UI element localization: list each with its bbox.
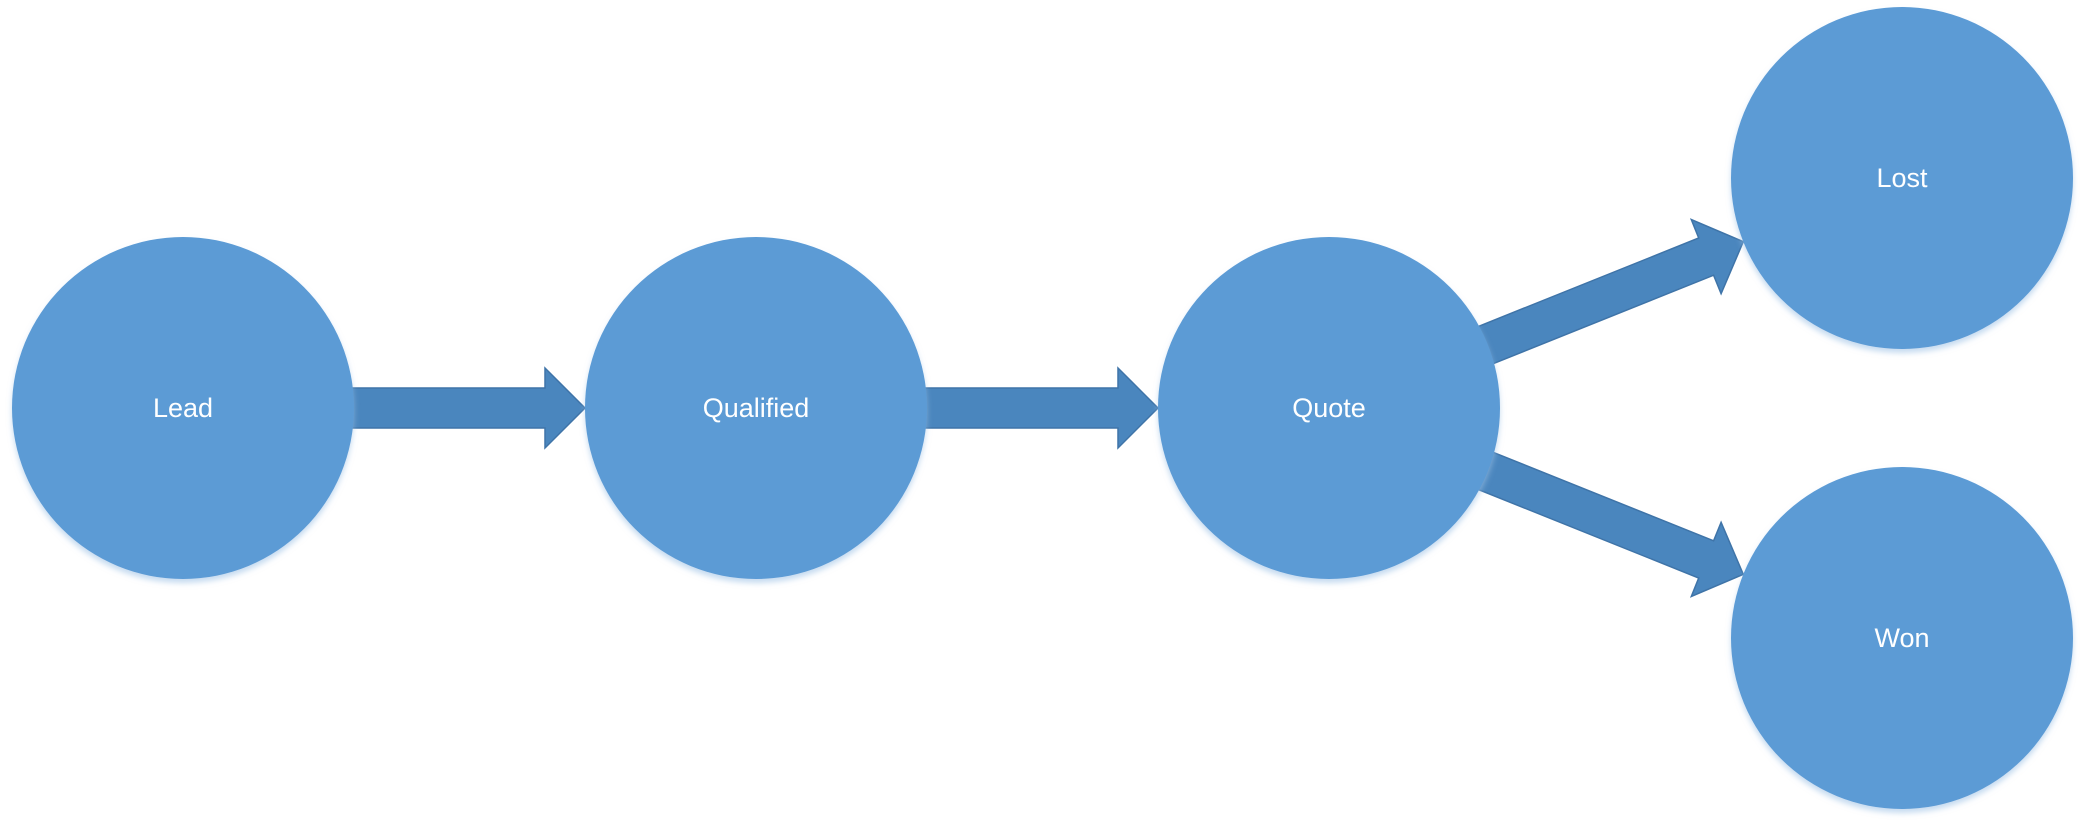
- arrow-qualified-to-quote: [903, 366, 1160, 450]
- node-label-qualified: Qualified: [703, 393, 810, 423]
- arrow-lead-to-qualified: [330, 366, 587, 450]
- node-circle-quote: [1158, 237, 1500, 579]
- node-label-lost: Lost: [1876, 163, 1928, 193]
- edges-layer: [330, 218, 1745, 598]
- arrow-quote-to-lost: [1458, 218, 1745, 373]
- node-label-quote: Quote: [1292, 393, 1366, 423]
- node-label-lead: Lead: [153, 393, 213, 423]
- node-quote: Quote: [1158, 237, 1500, 579]
- node-qualified: Qualified: [585, 237, 927, 579]
- node-circle-won: [1731, 467, 2073, 809]
- node-lead: Lead: [12, 237, 354, 579]
- node-circle-lead: [12, 237, 354, 579]
- node-won: Won: [1731, 467, 2073, 809]
- node-circle-lost: [1731, 7, 2073, 349]
- node-lost: Lost: [1731, 7, 2073, 349]
- node-circle-qualified: [585, 237, 927, 579]
- arrow-quote-to-won: [1458, 443, 1745, 598]
- node-label-won: Won: [1874, 623, 1929, 653]
